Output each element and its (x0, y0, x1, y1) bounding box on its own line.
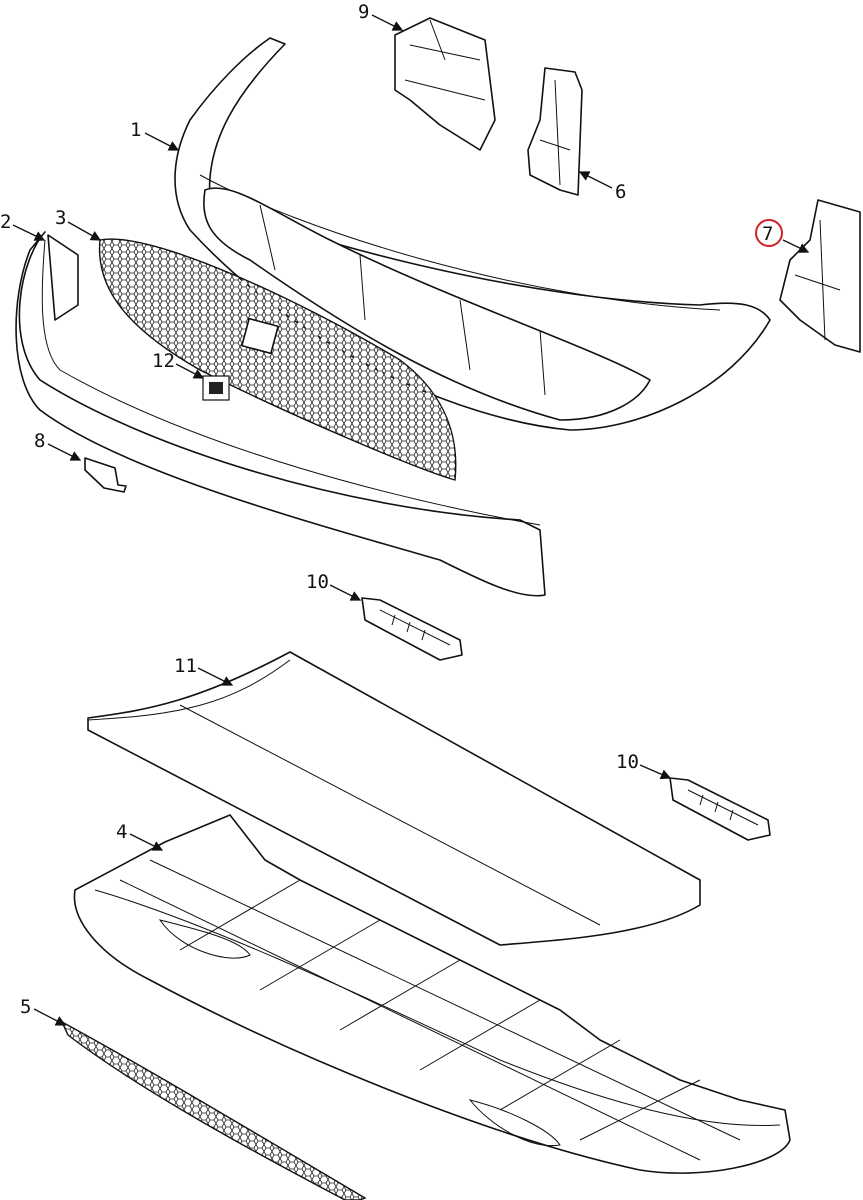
highlight-circle (755, 219, 783, 247)
part-lower-air-deflector[interactable] (73, 814, 791, 1174)
callout-label: 10 (616, 751, 639, 773)
callout-label: 7 (762, 223, 773, 245)
leader-arrow (371, 14, 404, 31)
callout-label: 3 (55, 207, 66, 229)
callout-8[interactable]: 8 (34, 430, 82, 461)
part-grille[interactable] (98, 238, 457, 481)
leader-arrow (578, 171, 613, 189)
callout-11[interactable]: 11 (174, 655, 234, 686)
callout-2[interactable]: 2 (0, 211, 46, 241)
part-flat-panel[interactable] (87, 651, 701, 946)
leader-arrow (175, 363, 205, 379)
callout-label: 4 (116, 821, 127, 843)
leader-arrow (12, 224, 46, 241)
callout-10-lower[interactable]: 10 (616, 751, 672, 780)
leader-arrow (639, 764, 672, 780)
part-small-bracket[interactable] (84, 457, 127, 493)
callout-label: 12 (152, 350, 175, 372)
callout-label: 6 (615, 181, 626, 203)
leader-arrow (197, 667, 234, 686)
leader-arrow (782, 239, 810, 253)
leader-arrow (329, 584, 362, 601)
part-bracket-right[interactable] (779, 199, 861, 353)
callout-label: 1 (130, 119, 141, 141)
callout-7[interactable]: 7 (755, 219, 810, 253)
part-bumper-cover[interactable] (15, 231, 546, 597)
callout-label: 5 (20, 996, 31, 1018)
part-bracket-left[interactable] (527, 67, 583, 196)
callout-label: 10 (306, 571, 329, 593)
callout-label: 9 (358, 1, 369, 23)
callout-1[interactable]: 1 (130, 119, 180, 151)
callout-6[interactable]: 6 (578, 171, 626, 203)
callout-label: 11 (174, 655, 197, 677)
callout-label: 8 (34, 430, 45, 452)
callout-12[interactable]: 12 (152, 350, 205, 379)
part-upper-duct[interactable] (394, 17, 496, 151)
callout-10-upper[interactable]: 10 (306, 571, 362, 601)
leader-arrow (67, 221, 102, 241)
part-clip-upper[interactable] (361, 597, 463, 661)
leader-arrow (47, 443, 82, 461)
leader-arrow (33, 1008, 67, 1026)
part-lower-mesh-screen[interactable] (60, 1020, 367, 1200)
callout-9[interactable]: 9 (358, 1, 404, 31)
part-clip-lower[interactable] (669, 777, 771, 841)
callout-4[interactable]: 4 (116, 821, 164, 851)
callout-5[interactable]: 5 (20, 996, 67, 1026)
leader-arrow (144, 132, 180, 151)
part-emblem[interactable] (202, 375, 230, 401)
callout-label: 2 (0, 211, 11, 233)
leader-arrow (129, 833, 164, 851)
callout-3[interactable]: 3 (55, 207, 102, 241)
